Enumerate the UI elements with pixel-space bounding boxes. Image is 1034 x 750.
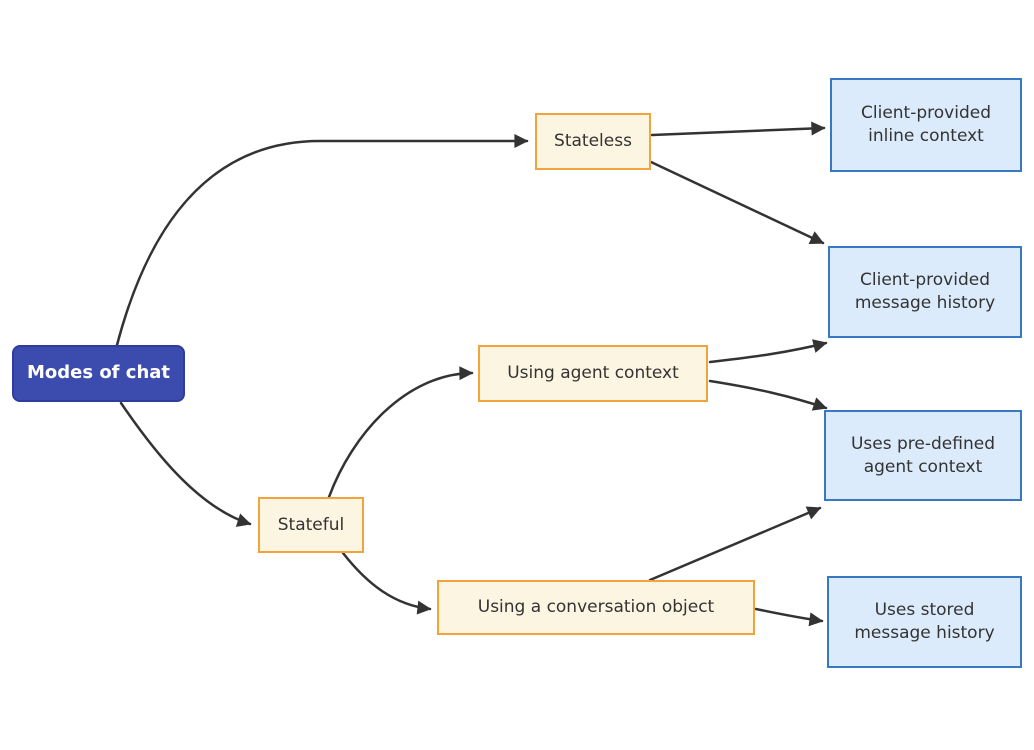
node-client-provided-message-history: Client-provided message history xyxy=(828,246,1022,338)
edge-root-to-stateful xyxy=(119,401,252,527)
edge-stateful-to-using-conversation-object xyxy=(341,551,432,615)
node-uses-stored-message-history: Uses stored message history xyxy=(827,576,1022,668)
edge-using-conversation-object-to-predefined-agent-context xyxy=(648,506,822,582)
edge-using-conversation-object-to-stored-message-history xyxy=(754,607,824,627)
node-client-provided-inline-context: Client-provided inline context xyxy=(830,78,1022,172)
node-stateful: Stateful xyxy=(258,497,364,553)
edge-using-agent-context-to-client-message-history xyxy=(708,339,828,364)
node-using-agent-context: Using agent context xyxy=(478,345,708,402)
node-stateless: Stateless xyxy=(535,113,651,170)
edge-stateful-to-using-agent-context xyxy=(327,366,474,499)
node-uses-predefined-agent-context: Uses pre-defined agent context xyxy=(824,410,1022,501)
edge-root-to-stateless xyxy=(115,134,529,347)
edge-using-agent-context-to-predefined-agent-context xyxy=(708,379,828,411)
node-using-conversation-object: Using a conversation object xyxy=(437,580,755,635)
edge-stateless-to-client-message-history xyxy=(649,160,825,245)
edge-stateless-to-client-inline-context xyxy=(650,121,826,137)
node-modes-of-chat: Modes of chat xyxy=(12,345,185,402)
